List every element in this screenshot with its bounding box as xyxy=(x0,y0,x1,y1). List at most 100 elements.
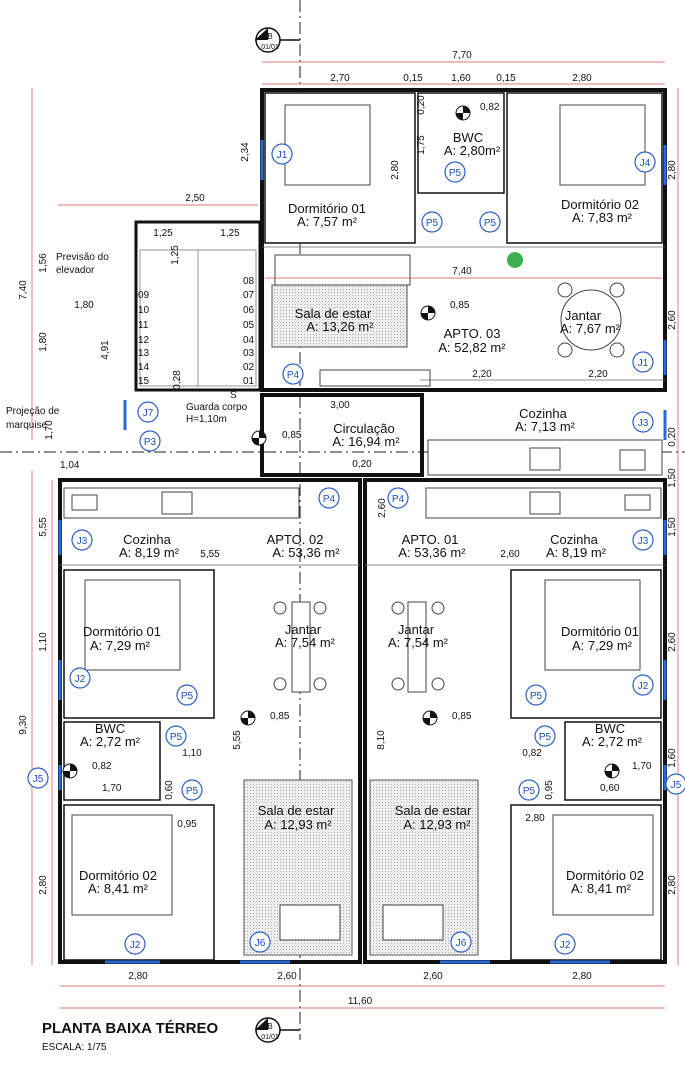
dimension-right: 2,80 2,60 0,20 1,50 1,50 2,60 1,60 2,80 xyxy=(667,88,679,965)
dim-label: 1,25 xyxy=(153,228,173,239)
dim-label: 2,80 xyxy=(572,73,592,84)
dim-label: 0,60 xyxy=(600,783,620,794)
dim-label: 2,80 xyxy=(525,813,545,824)
tag-j4: J4 xyxy=(634,151,656,173)
elevator-note: elevador xyxy=(56,265,95,276)
dim-label: 5,55 xyxy=(200,549,220,560)
stair-step-label: 14 xyxy=(138,362,150,373)
room-name: Dormitório 02 xyxy=(561,197,639,212)
tag-label: J6 xyxy=(255,938,266,949)
dim-label: 0,95 xyxy=(177,819,197,830)
tag-label: J7 xyxy=(143,408,154,419)
room-area: A: 2,72 m² xyxy=(582,734,643,749)
dim-label: 2,80 xyxy=(128,971,148,982)
stair-step-label: 06 xyxy=(243,305,255,316)
stair-step-label: 08 xyxy=(243,276,255,287)
tag-j1-jantar: J1 xyxy=(632,351,654,373)
section-mark-top: B 01/01 xyxy=(255,27,300,53)
dim-label: 2,20 xyxy=(472,369,492,380)
room-name: Cozinha xyxy=(519,406,567,421)
dim-label: 1,50 xyxy=(667,468,678,488)
dim-bottom-total: 11,60 xyxy=(348,996,373,1007)
dim-label: 0,28 xyxy=(172,370,183,390)
apto-01-block xyxy=(363,478,667,964)
drawing-scale: ESCALA: 1/75 xyxy=(42,1042,107,1053)
dim-label: 0,60 xyxy=(164,780,175,800)
tag-p4-right: P4 xyxy=(387,487,409,509)
tag-label: P5 xyxy=(186,786,199,797)
dim-label: 4,91 xyxy=(100,340,111,360)
level-label: 0,85 xyxy=(450,300,470,311)
tag-label: P5 xyxy=(530,691,543,702)
upper-dims: 2,50 1,25 1,25 1,25 1,80 1,04 2,80 0,20 … xyxy=(58,95,662,471)
room-area: A: 7,29 m² xyxy=(90,638,151,653)
tag-label: J2 xyxy=(638,681,649,692)
dim-label: 0,82 xyxy=(480,102,500,113)
dim-top-total: 7,70 xyxy=(452,50,472,61)
tag-label: P4 xyxy=(392,494,405,505)
dim-label: 2,70 xyxy=(330,73,350,84)
tag-p5-right-d1: P5 xyxy=(525,684,547,706)
dim-label: 1,50 xyxy=(667,517,678,537)
dimension-bottom: 2,80 2,60 2,60 2,80 11,60 xyxy=(60,971,665,1009)
apartment-name: APTO. 03 xyxy=(444,326,501,341)
dim-label: 1,25 xyxy=(170,245,181,265)
room-name: Jantar xyxy=(285,622,322,637)
elevator-note: Previsão do xyxy=(56,252,109,263)
apto-03-block xyxy=(260,88,667,476)
stair-step-label: 12 xyxy=(138,335,150,346)
apartment-name: APTO. 01 xyxy=(402,532,459,547)
dim-label: 0,15 xyxy=(403,73,423,84)
section-mark-bottom: B 01/01 xyxy=(255,1017,300,1043)
tag-j6-right: J6 xyxy=(450,931,472,953)
tag-p4-left: P4 xyxy=(318,487,340,509)
dim-label: 2,34 xyxy=(240,142,251,162)
stair-step-label: 13 xyxy=(138,348,150,359)
stair-step-label: 03 xyxy=(243,348,255,359)
dim-label: 2,60 xyxy=(667,632,678,652)
tag-p5-left-d2: P5 xyxy=(181,779,203,801)
stair-block xyxy=(134,220,262,392)
windows xyxy=(58,140,667,964)
tag-label: J3 xyxy=(638,418,649,429)
tag-label: J6 xyxy=(456,938,467,949)
stair-steps-left: 09 10 11 12 13 14 15 xyxy=(138,290,150,387)
dim-label: 2,20 xyxy=(588,369,608,380)
room-name: Dormitório 01 xyxy=(288,201,366,216)
tag-label: P3 xyxy=(144,437,157,448)
dim-label: 2,80 xyxy=(667,160,678,180)
dim-label: 2,60 xyxy=(423,971,443,982)
room-area: A: 8,19 m² xyxy=(119,545,180,560)
marquise-note: Projeção de xyxy=(6,406,60,417)
tag-label: P5 xyxy=(181,691,194,702)
dim-label: 2,80 xyxy=(38,875,49,895)
tag-label: J4 xyxy=(640,158,651,169)
room-name: Cozinha xyxy=(550,532,598,547)
stair-step-label: 02 xyxy=(243,362,255,373)
dim-label: 3,00 xyxy=(330,400,350,411)
dim-label: 5,55 xyxy=(232,730,243,750)
level-label: 0,85 xyxy=(452,711,472,722)
stair-step-label: 09 xyxy=(138,290,150,301)
dim-label: 0,95 xyxy=(544,780,555,800)
stair-step-label: 04 xyxy=(243,335,255,346)
tag-j6-left: J6 xyxy=(249,931,271,953)
tag-label: J1 xyxy=(277,150,288,161)
apartment-name: APTO. 02 xyxy=(267,532,324,547)
dim-left-bottom: 9,30 xyxy=(18,715,29,735)
stair-step-label: 01 xyxy=(243,376,255,387)
room-area: A: 12,93 m² xyxy=(403,817,471,832)
room-area: A: 8,41 m² xyxy=(88,881,149,896)
lower-dims: 5,55 2,60 1,10 0,82 0,82 1,70 1,70 0,60 … xyxy=(92,498,652,830)
room-area: A: 2,72 m² xyxy=(80,734,141,749)
guardrail-height: H=1,10m xyxy=(186,414,227,425)
stair-step-label: 11 xyxy=(138,320,149,331)
tag-j3-right: J3 xyxy=(632,529,654,551)
tag-j5-right: J5 xyxy=(665,773,685,795)
dim-label: 1,70 xyxy=(632,761,652,772)
stair-steps-right: 08 07 06 05 04 03 02 01 xyxy=(243,276,255,387)
section-letter: B xyxy=(267,32,272,41)
room-name: Dormitório 01 xyxy=(561,624,639,639)
tag-label: P5 xyxy=(170,732,183,743)
dim-label: 1,80 xyxy=(38,332,49,352)
